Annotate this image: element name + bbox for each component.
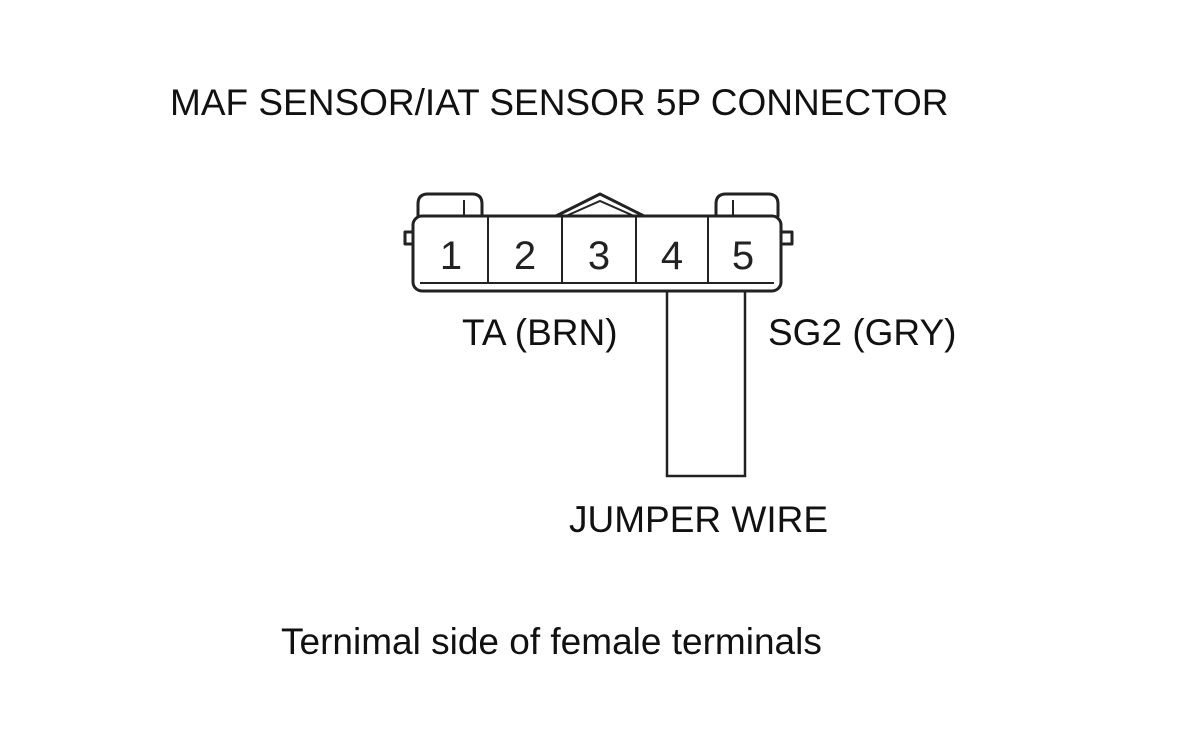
pin-number-5: 5 [732, 234, 754, 278]
pin-number-4: 4 [661, 234, 683, 278]
jumper-wire-label: JUMPER WIRE [569, 499, 828, 540]
left-side-tab [403, 230, 415, 246]
right-latch [714, 192, 780, 218]
pin-number-1: 1 [440, 234, 462, 278]
jumper-wire [665, 291, 747, 478]
connector-body [411, 214, 783, 293]
center-key [554, 192, 646, 218]
left-latch [416, 192, 484, 218]
view-caption: Ternimal side of female terminals [281, 621, 822, 662]
pin-4-label: TA (BRN) [462, 312, 618, 353]
pin-5-label: SG2 (GRY) [768, 312, 957, 353]
center-key-inner [565, 199, 635, 217]
pin-number-3: 3 [588, 234, 610, 278]
diagram-title: MAF SENSOR/IAT SENSOR 5P CONNECTOR [170, 82, 949, 123]
connector-housing [403, 192, 794, 293]
pin-number-2: 2 [514, 234, 536, 278]
right-side-tab [779, 230, 794, 246]
